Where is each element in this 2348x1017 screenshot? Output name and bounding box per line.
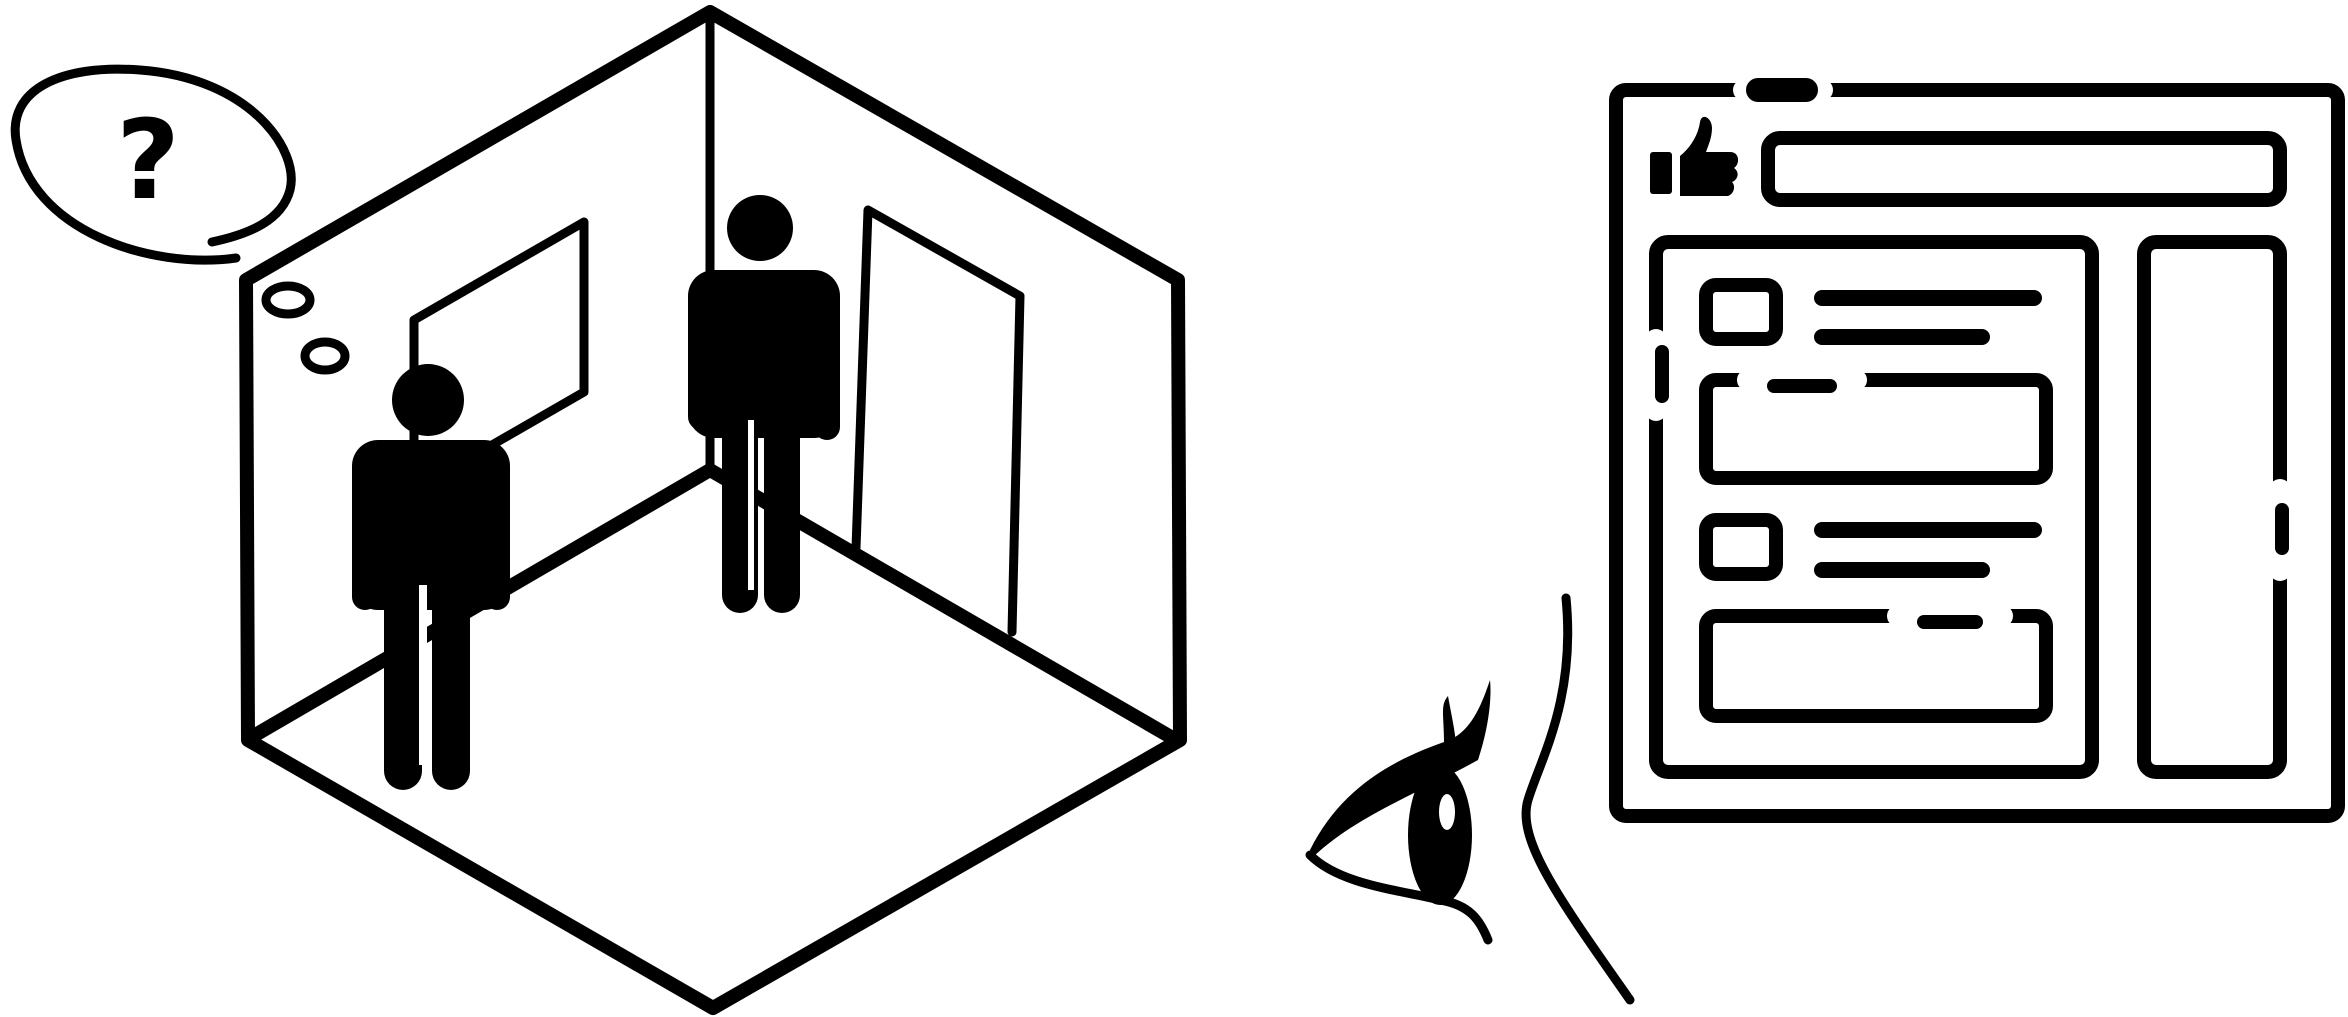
thumbs-up-icon xyxy=(1650,117,1738,196)
post-avatar xyxy=(1706,520,1776,574)
post-content xyxy=(1706,616,2046,716)
thought-bubble: ? xyxy=(15,69,345,370)
eye-icon xyxy=(1310,598,1630,1000)
post-avatar xyxy=(1706,285,1776,339)
isometric-room-icon xyxy=(246,12,1180,1008)
person-icon xyxy=(352,364,510,790)
sidebar-panel xyxy=(2144,242,2280,772)
post-content xyxy=(1706,380,2046,478)
social-webpage-icon xyxy=(1616,84,2338,816)
question-mark: ? xyxy=(116,96,180,224)
